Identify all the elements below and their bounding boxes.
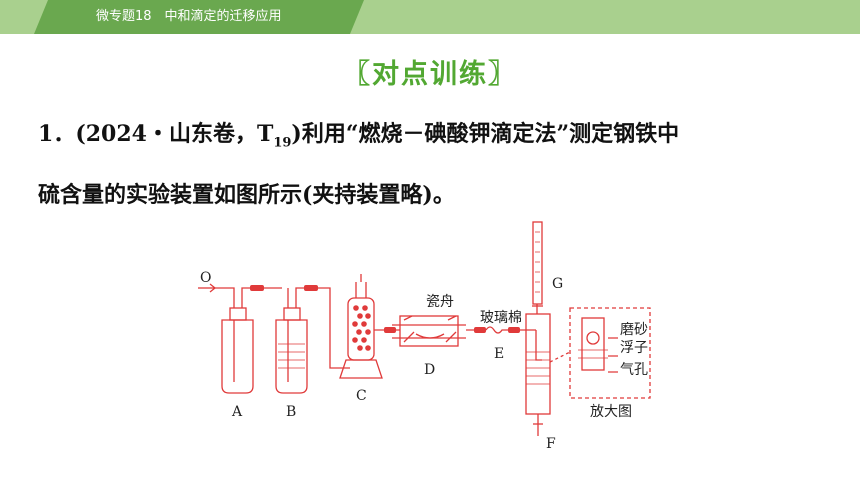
label-porcelain-boat: 瓷舟: [426, 294, 454, 310]
question-text: 1．(2024・山东卷，T19)利用“燃烧－碘酸钾滴定法”测定钢铁中 硫含量的实…: [38, 108, 838, 221]
question-number: 1．: [38, 121, 76, 147]
label-c: C: [356, 388, 367, 404]
float-ball: [586, 331, 600, 345]
question-line-1-rest: 利用“燃烧－碘酸钾滴定法”测定钢铁中: [301, 121, 680, 147]
bottle-b: [275, 319, 308, 394]
bottle-a-inlet-tube: [214, 287, 235, 308]
label-o: O: [200, 270, 211, 286]
bottle-a: [221, 319, 254, 394]
tower-c-packing: [352, 305, 371, 351]
enlarged-view-box: [569, 307, 651, 399]
apparatus-diagram: O A B C D E F G 瓷舟 玻璃棉 磨砂 浮子 气孔 放大图: [198, 221, 651, 452]
bottle-b-outlet-tube: [295, 287, 350, 369]
header-tab-title: 微专题18 中和滴定的迁移应用: [96, 9, 282, 24]
section-title: 〖对点训练〗: [343, 59, 517, 90]
label-air-hole: 气孔: [620, 362, 648, 378]
tower-c: [347, 297, 375, 361]
bottle-b-stopper: [283, 307, 301, 321]
bottle-a-outlet-tube: [241, 287, 282, 308]
label-float: 浮子: [620, 340, 648, 356]
enlarged-tube: [581, 317, 605, 371]
rubber-connectors: [250, 285, 520, 333]
question-line-2: 硫含量的实验装置如图所示(夹持装置略)。: [38, 182, 455, 209]
question-source: (2024・山东卷，T19): [75, 121, 302, 151]
porcelain-boat: [415, 333, 445, 339]
header-tab: [34, 0, 364, 34]
bottle-a-stopper: [229, 307, 247, 321]
furnace-d: [399, 315, 459, 347]
tube-e-down: [535, 330, 542, 361]
label-b: B: [286, 404, 296, 420]
label-g: G: [552, 276, 563, 292]
label-d: D: [424, 362, 435, 378]
label-ground-float: 磨砂: [620, 322, 648, 338]
tower-c-base: [339, 359, 383, 379]
label-enlarged-view: 放大图: [590, 404, 632, 420]
tower-c-neck: [355, 282, 367, 298]
label-e: E: [494, 346, 504, 362]
combustion-tube: [392, 324, 466, 339]
label-a: A: [231, 404, 243, 420]
question-line-1: 1．(2024・山东卷，T19)利用“燃烧－碘酸钾滴定法”测定钢铁中: [38, 108, 838, 169]
label-f: F: [546, 436, 556, 452]
label-glass-wool: 玻璃棉: [480, 309, 522, 326]
absorption-vessel-f: [525, 313, 551, 415]
